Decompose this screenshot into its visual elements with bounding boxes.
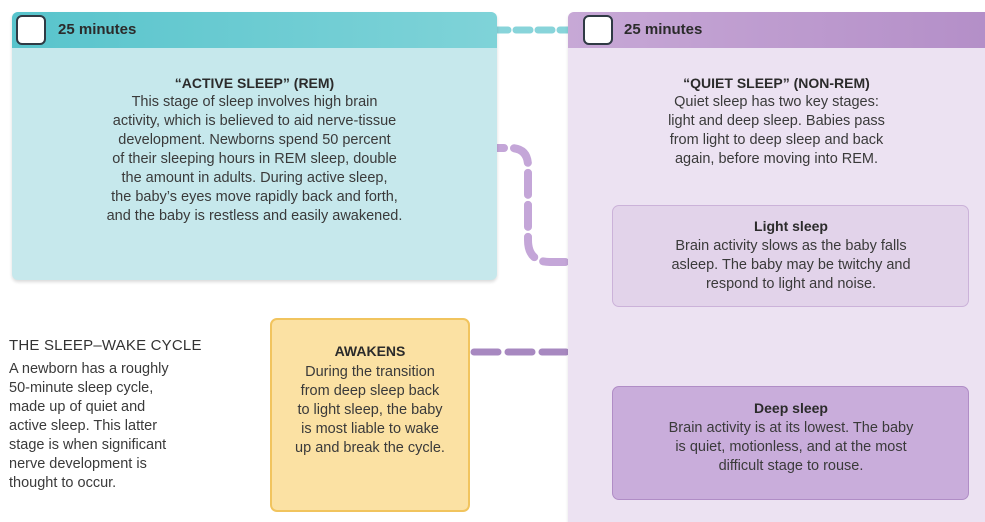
deep-sleep-title: Deep sleep bbox=[754, 400, 828, 416]
clock-icon bbox=[16, 15, 46, 45]
cycle-line: stage is when significant bbox=[9, 437, 167, 453]
clock-icon bbox=[583, 15, 613, 45]
awakens-box bbox=[270, 318, 470, 512]
rem-description: This stage of sleep involves high brain … bbox=[12, 93, 497, 226]
deep-sleep-description: Brain activity is at its lowest. The bab… bbox=[612, 419, 970, 476]
cycle-line: active sleep. This latter bbox=[9, 418, 158, 434]
light-line: respond to light and noise. bbox=[705, 276, 877, 292]
light-sleep-description: Brain activity slows as the baby falls a… bbox=[612, 237, 970, 294]
deep-line: is quiet, motionless, and at the most bbox=[675, 439, 907, 455]
rem-line: the baby’s eyes move rapidly back and fo… bbox=[111, 189, 398, 205]
rem-title: “ACTIVE SLEEP” (REM) bbox=[174, 75, 335, 91]
nrem-line: again, before moving into REM. bbox=[674, 151, 879, 167]
cycle-title: THE SLEEP–WAKE CYCLE bbox=[9, 337, 202, 354]
cycle-line: A newborn has a roughly bbox=[9, 361, 169, 377]
cycle-line: nerve development is bbox=[9, 456, 147, 472]
awakens-title: AWAKENS bbox=[334, 343, 406, 359]
cycle-description: A newborn has a roughly 50-minute sleep … bbox=[9, 360, 239, 493]
nrem-line: from light to deep sleep and back bbox=[669, 132, 884, 148]
cycle-line: 50-minute sleep cycle, bbox=[9, 380, 154, 396]
light-line: Brain activity slows as the baby falls bbox=[675, 238, 907, 254]
rem-panel bbox=[12, 12, 497, 280]
light-sleep-box bbox=[612, 205, 969, 307]
rem-line: development. Newborns spend 50 percent bbox=[118, 132, 391, 148]
rem-line: This stage of sleep involves high brain bbox=[131, 94, 378, 110]
deep-line: difficult stage to rouse. bbox=[718, 458, 864, 474]
rem-line: and the baby is restless and easily awak… bbox=[106, 208, 403, 224]
rem-line: of their sleeping hours in REM sleep, do… bbox=[112, 151, 397, 167]
rem-to-light-connector bbox=[478, 144, 610, 266]
awakens-line: up and break the cycle. bbox=[295, 440, 445, 456]
rem-header bbox=[12, 12, 497, 48]
rem-line: the amount in adults. During active slee… bbox=[121, 170, 388, 186]
light-line: asleep. The baby may be twitchy and bbox=[671, 257, 911, 273]
nrem-header bbox=[568, 12, 985, 48]
cycle-line: made up of quiet and bbox=[9, 399, 146, 415]
awakens-line: is most liable to wake bbox=[301, 421, 439, 437]
nrem-duration: 25 minutes bbox=[624, 21, 703, 38]
light-sleep-title: Light sleep bbox=[754, 218, 828, 234]
awakens-line: During the transition bbox=[305, 364, 435, 380]
nrem-line: Quiet sleep has two key stages: bbox=[674, 94, 879, 110]
nrem-title: “QUIET SLEEP” (NON-REM) bbox=[683, 75, 870, 91]
awakens-description: During the transition from deep sleep ba… bbox=[270, 363, 470, 458]
awakens-line: to light sleep, the baby bbox=[297, 402, 443, 418]
rem-line: activity, which is believed to aid nerve… bbox=[112, 113, 397, 129]
deep-sleep-box bbox=[612, 386, 969, 500]
nrem-description: Quiet sleep has two key stages: light an… bbox=[568, 93, 985, 169]
nrem-line: light and deep sleep. Babies pass bbox=[668, 113, 885, 129]
rem-duration: 25 minutes bbox=[58, 21, 137, 38]
deep-line: Brain activity is at its lowest. The bab… bbox=[668, 420, 914, 436]
awakens-line: from deep sleep back bbox=[300, 383, 440, 399]
cycle-line: thought to occur. bbox=[9, 475, 117, 491]
